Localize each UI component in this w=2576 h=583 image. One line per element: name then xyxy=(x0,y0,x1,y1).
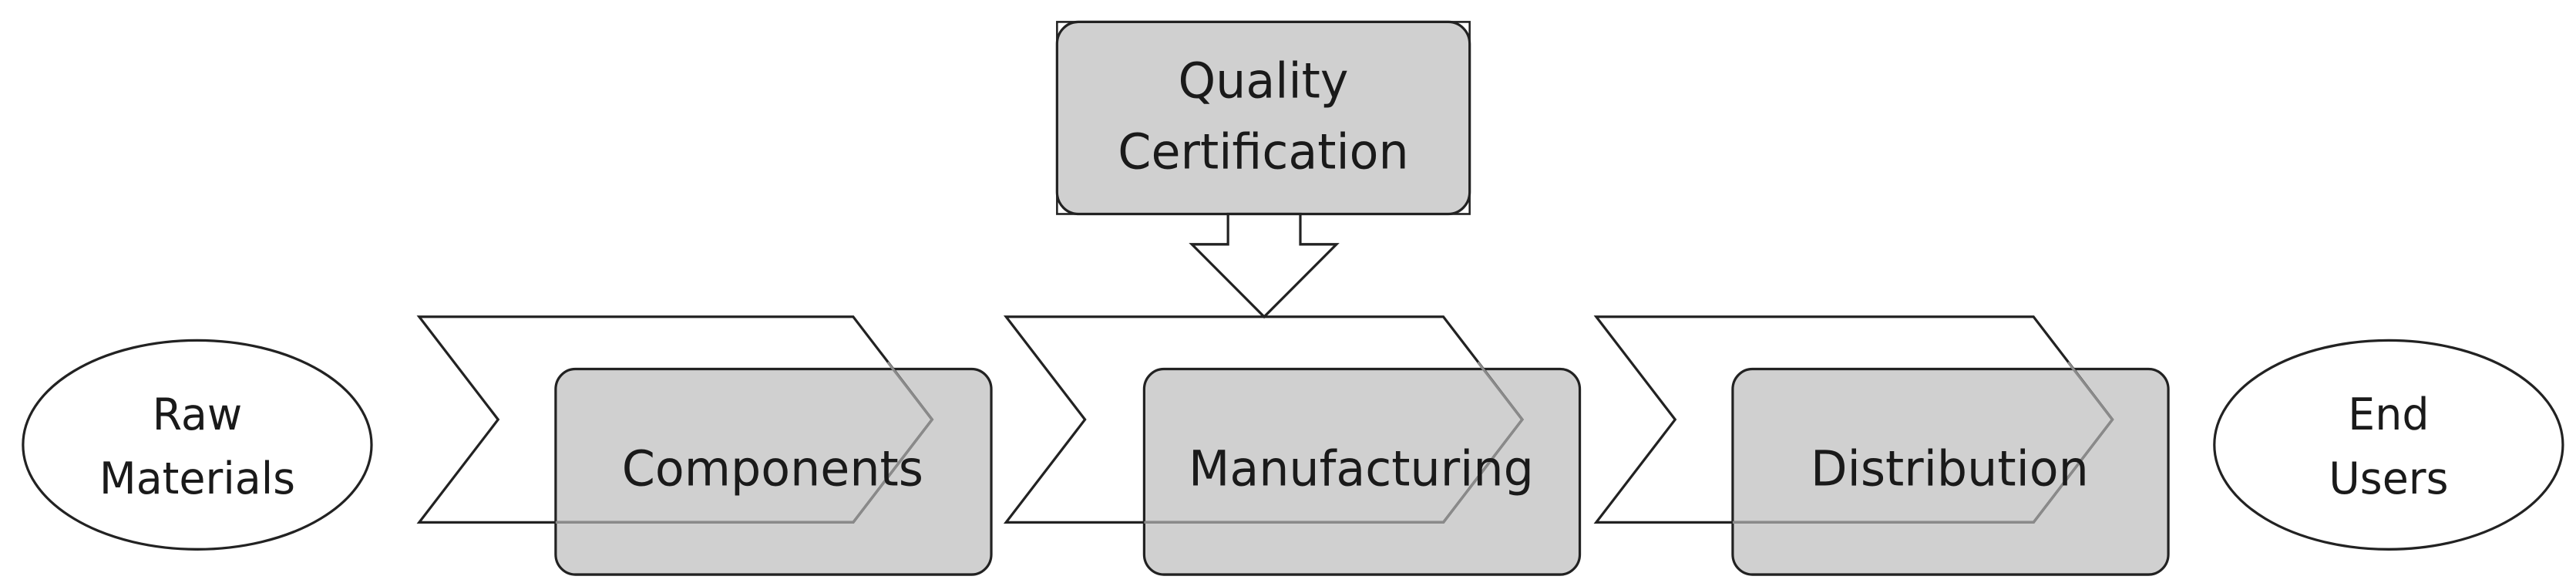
manufacturing-stage: Manufacturing xyxy=(1003,315,1582,576)
components-stage: Components xyxy=(416,315,993,576)
manufacturing-label: Manufacturing xyxy=(1189,440,1534,497)
end-users-node: End Users xyxy=(2213,339,2564,551)
quality-to-manufacturing-arrow xyxy=(1189,212,1340,319)
raw-materials-label-line1: Raw xyxy=(153,390,243,441)
quality-certification-box xyxy=(1055,20,1471,216)
end-users-ellipse xyxy=(2213,339,2564,551)
distribution-label: Distribution xyxy=(1811,440,2089,497)
distribution-stage: Distribution xyxy=(1593,315,2170,576)
quality-certification-label-line1: Quality xyxy=(1179,52,1349,110)
raw-materials-node: Raw Materials xyxy=(22,339,373,551)
raw-materials-label-line2: Materials xyxy=(99,454,295,505)
end-users-label-line1: End xyxy=(2348,390,2429,441)
raw-materials-ellipse xyxy=(22,339,373,551)
quality-certification-node: Quality Certification xyxy=(1055,20,1471,216)
components-label: Components xyxy=(622,440,923,497)
quality-certification-label-line2: Certification xyxy=(1118,123,1408,180)
end-users-label-line2: Users xyxy=(2329,454,2448,505)
